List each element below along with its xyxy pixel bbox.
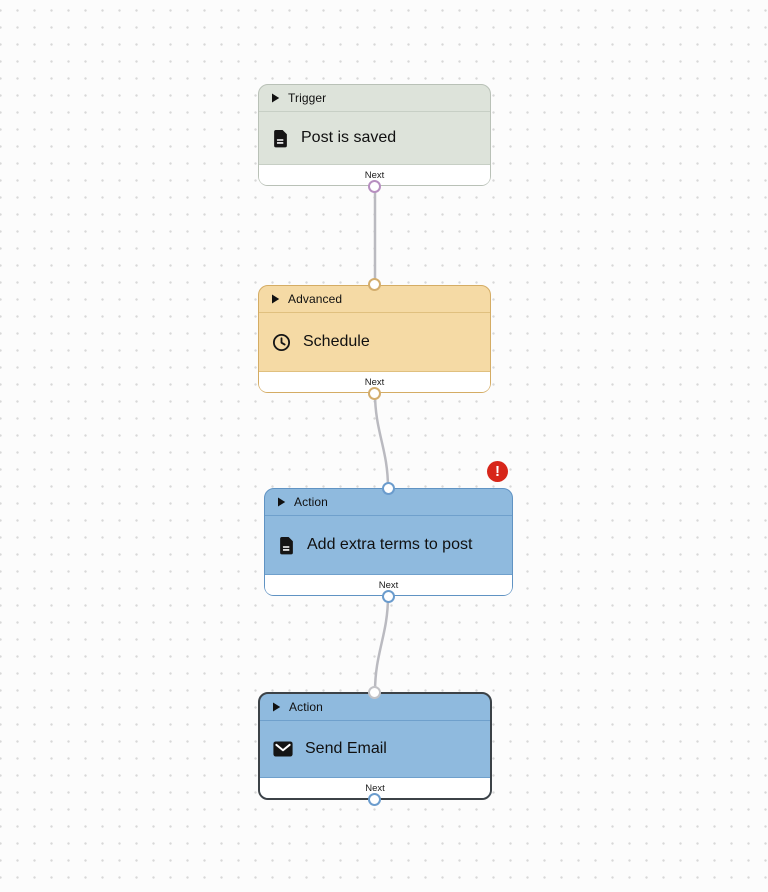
node-action-send-email[interactable]: Action Send Email Next [258, 692, 492, 800]
node-trigger-post-is-saved[interactable]: Trigger Post is saved Next [258, 84, 491, 186]
play-icon [271, 93, 280, 103]
input-port-action-2[interactable] [368, 686, 381, 699]
input-port-action-1[interactable] [382, 482, 395, 495]
node-category-label: Action [294, 495, 328, 509]
node-category-label: Action [289, 700, 323, 714]
node-header[interactable]: Trigger [259, 85, 490, 112]
node-advanced-schedule[interactable]: Advanced Schedule Next [258, 285, 491, 393]
document-icon [278, 536, 295, 555]
clock-icon [272, 333, 291, 352]
node-next-footer: Next [260, 777, 490, 798]
output-port-action-2[interactable] [368, 793, 381, 806]
play-icon [277, 497, 286, 507]
node-next-footer: Next [259, 371, 490, 392]
play-icon [272, 702, 281, 712]
envelope-icon [273, 741, 293, 757]
output-port-trigger[interactable] [368, 180, 381, 193]
node-action-add-extra-terms[interactable]: Action Add extra terms to post Next [264, 488, 513, 596]
output-port-advanced[interactable] [368, 387, 381, 400]
node-title: Schedule [303, 333, 370, 350]
node-next-footer: Next [265, 574, 512, 595]
play-icon [271, 294, 280, 304]
next-label: Next [378, 579, 399, 591]
node-category-label: Trigger [288, 91, 327, 105]
wire-action1-action2 [373, 594, 390, 694]
node-body[interactable]: Post is saved [259, 112, 490, 164]
wire-advanced-action1 [373, 391, 390, 490]
input-port-advanced[interactable] [368, 278, 381, 291]
node-body[interactable]: Schedule [259, 313, 490, 371]
error-badge-icon[interactable]: ! [487, 461, 508, 482]
output-port-action-1[interactable] [382, 590, 395, 603]
next-label: Next [365, 782, 385, 794]
node-header[interactable]: Advanced [259, 286, 490, 313]
node-header[interactable]: Action [265, 489, 512, 516]
document-icon [272, 129, 289, 148]
node-header[interactable]: Action [260, 694, 490, 721]
node-title: Post is saved [301, 129, 397, 146]
error-symbol: ! [495, 463, 500, 480]
node-next-footer: Next [259, 164, 490, 185]
node-category-label: Advanced [288, 292, 343, 306]
node-title: Add extra terms to post [307, 536, 473, 553]
node-title: Send Email [305, 740, 387, 757]
node-body[interactable]: Send Email [260, 721, 490, 777]
next-label: Next [364, 169, 385, 181]
node-body[interactable]: Add extra terms to post [265, 516, 512, 574]
next-label: Next [364, 376, 385, 388]
